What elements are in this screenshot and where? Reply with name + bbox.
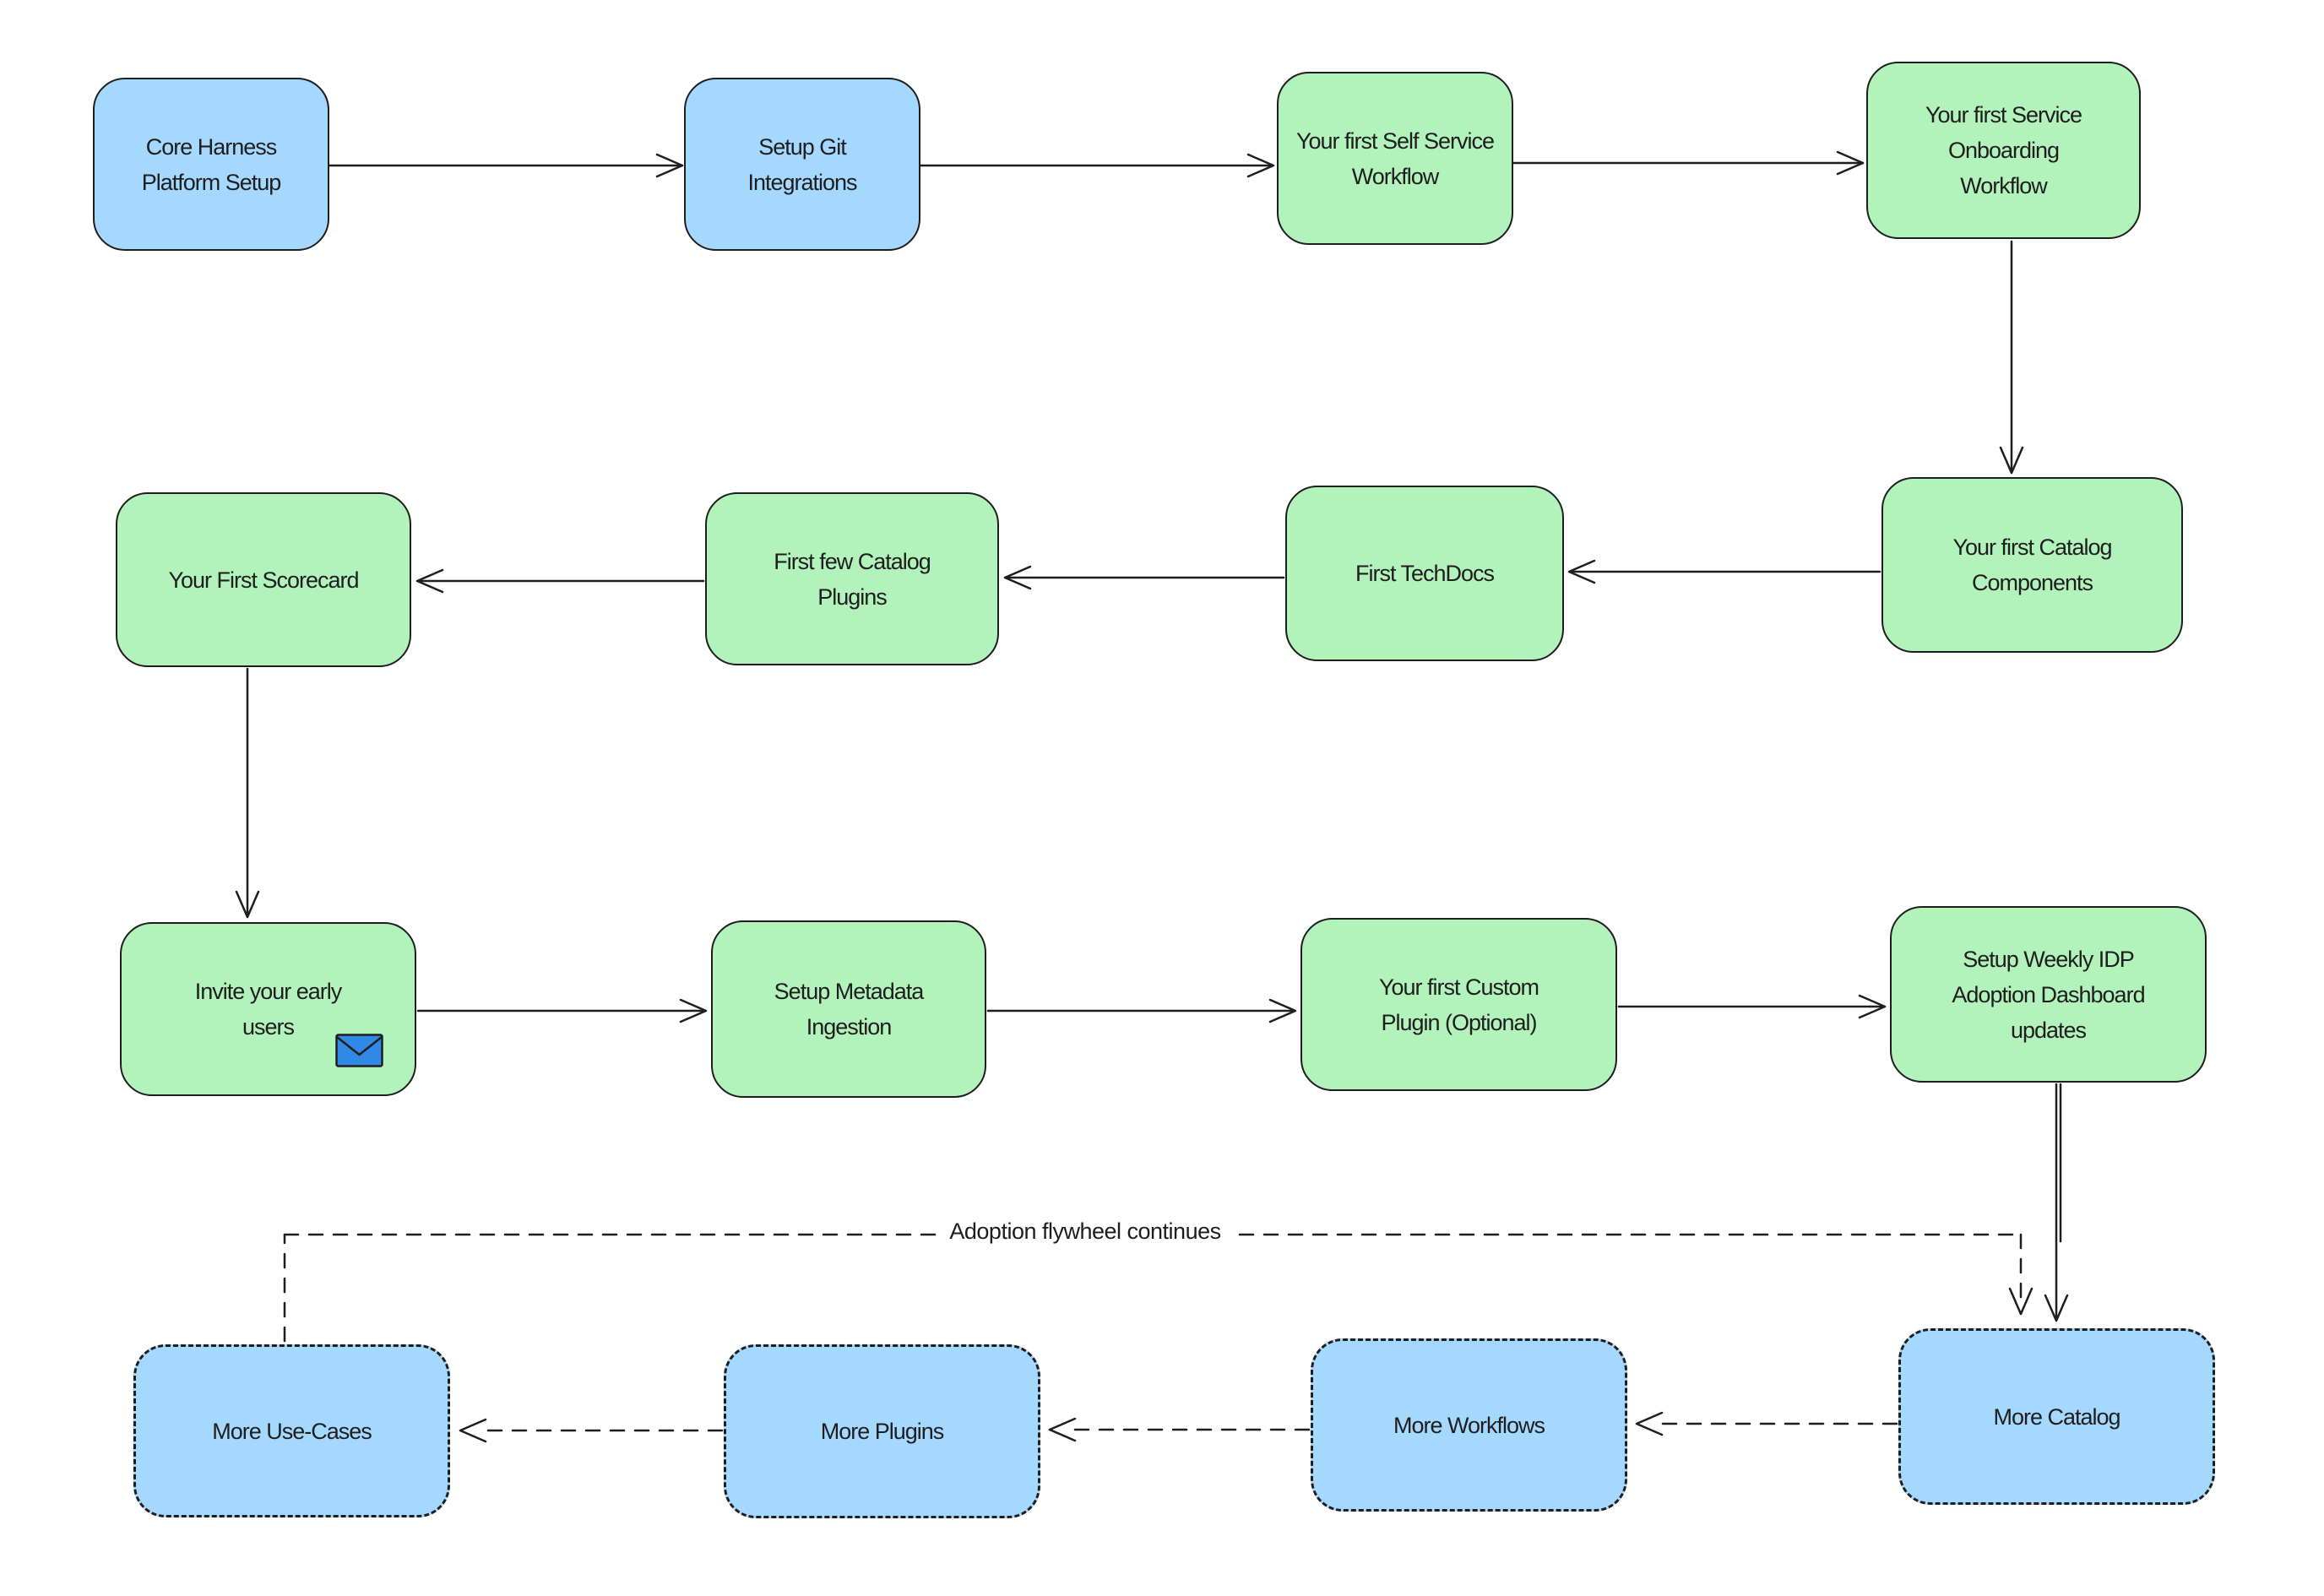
arrow-catalog-components-to-techdocs [1567, 559, 1881, 584]
arrow-techdocs-to-catalog-plugins [1003, 565, 1285, 590]
arrow-metadata-to-custom-plugin [986, 998, 1297, 1023]
node-invite-your-early-users: Invite your early users [120, 922, 416, 1096]
node-more-catalog: More Catalog [1898, 1328, 2215, 1505]
arrow-more-plugins-to-more-use-cases [459, 1418, 724, 1443]
node-first-few-catalog-plugins: First few Catalog Plugins [705, 492, 999, 665]
flywheel-dashed-connector [283, 1233, 2033, 1343]
arrow-core-to-git [328, 153, 684, 178]
arrow-catalog-plugins-to-scorecard [415, 568, 705, 594]
arrow-git-to-self-service [919, 153, 1275, 178]
node-setup-weekly-idp-adoption-dashboard-updates: Setup Weekly IDP Adoption Dashboard upda… [1890, 906, 2207, 1083]
arrow-invite-users-to-metadata [416, 998, 708, 1023]
arrow-onboarding-to-catalog-components [1999, 240, 2024, 475]
arrow-dashboard-to-more-catalog [2044, 1083, 2069, 1322]
node-more-use-cases: More Use-Cases [133, 1344, 450, 1517]
arrow-self-service-to-onboarding [1512, 150, 1865, 176]
envelope-icon [335, 1034, 383, 1067]
flywheel-label: Adoption flywheel continues [936, 1213, 1235, 1250]
arrow-scorecard-to-invite-users [235, 667, 260, 919]
node-setup-metadata-ingestion: Setup Metadata Ingestion [711, 920, 986, 1098]
arrow-more-catalog-to-more-workflows [1635, 1411, 1898, 1436]
node-first-service-onboarding-workflow: Your first Service Onboarding Workflow [1866, 62, 2141, 239]
node-more-workflows: More Workflows [1311, 1338, 1627, 1512]
node-more-plugins: More Plugins [724, 1344, 1040, 1518]
node-first-techdocs: First TechDocs [1285, 486, 1564, 661]
node-core-harness-platform-setup: Core Harness Platform Setup [93, 78, 329, 251]
node-first-self-service-workflow: Your first Self Service Workflow [1277, 72, 1513, 245]
node-your-first-custom-plugin-optional: Your first Custom Plugin (Optional) [1300, 918, 1617, 1091]
node-first-catalog-components: Your first Catalog Components [1881, 477, 2183, 653]
node-your-first-scorecard: Your First Scorecard [116, 492, 411, 667]
node-setup-git-integrations: Setup Git Integrations [684, 78, 920, 251]
arrow-more-workflows-to-more-plugins [1048, 1417, 1311, 1442]
invite-users-label: Invite your early users [194, 979, 343, 1040]
arrow-custom-plugin-to-dashboard [1617, 994, 1887, 1019]
